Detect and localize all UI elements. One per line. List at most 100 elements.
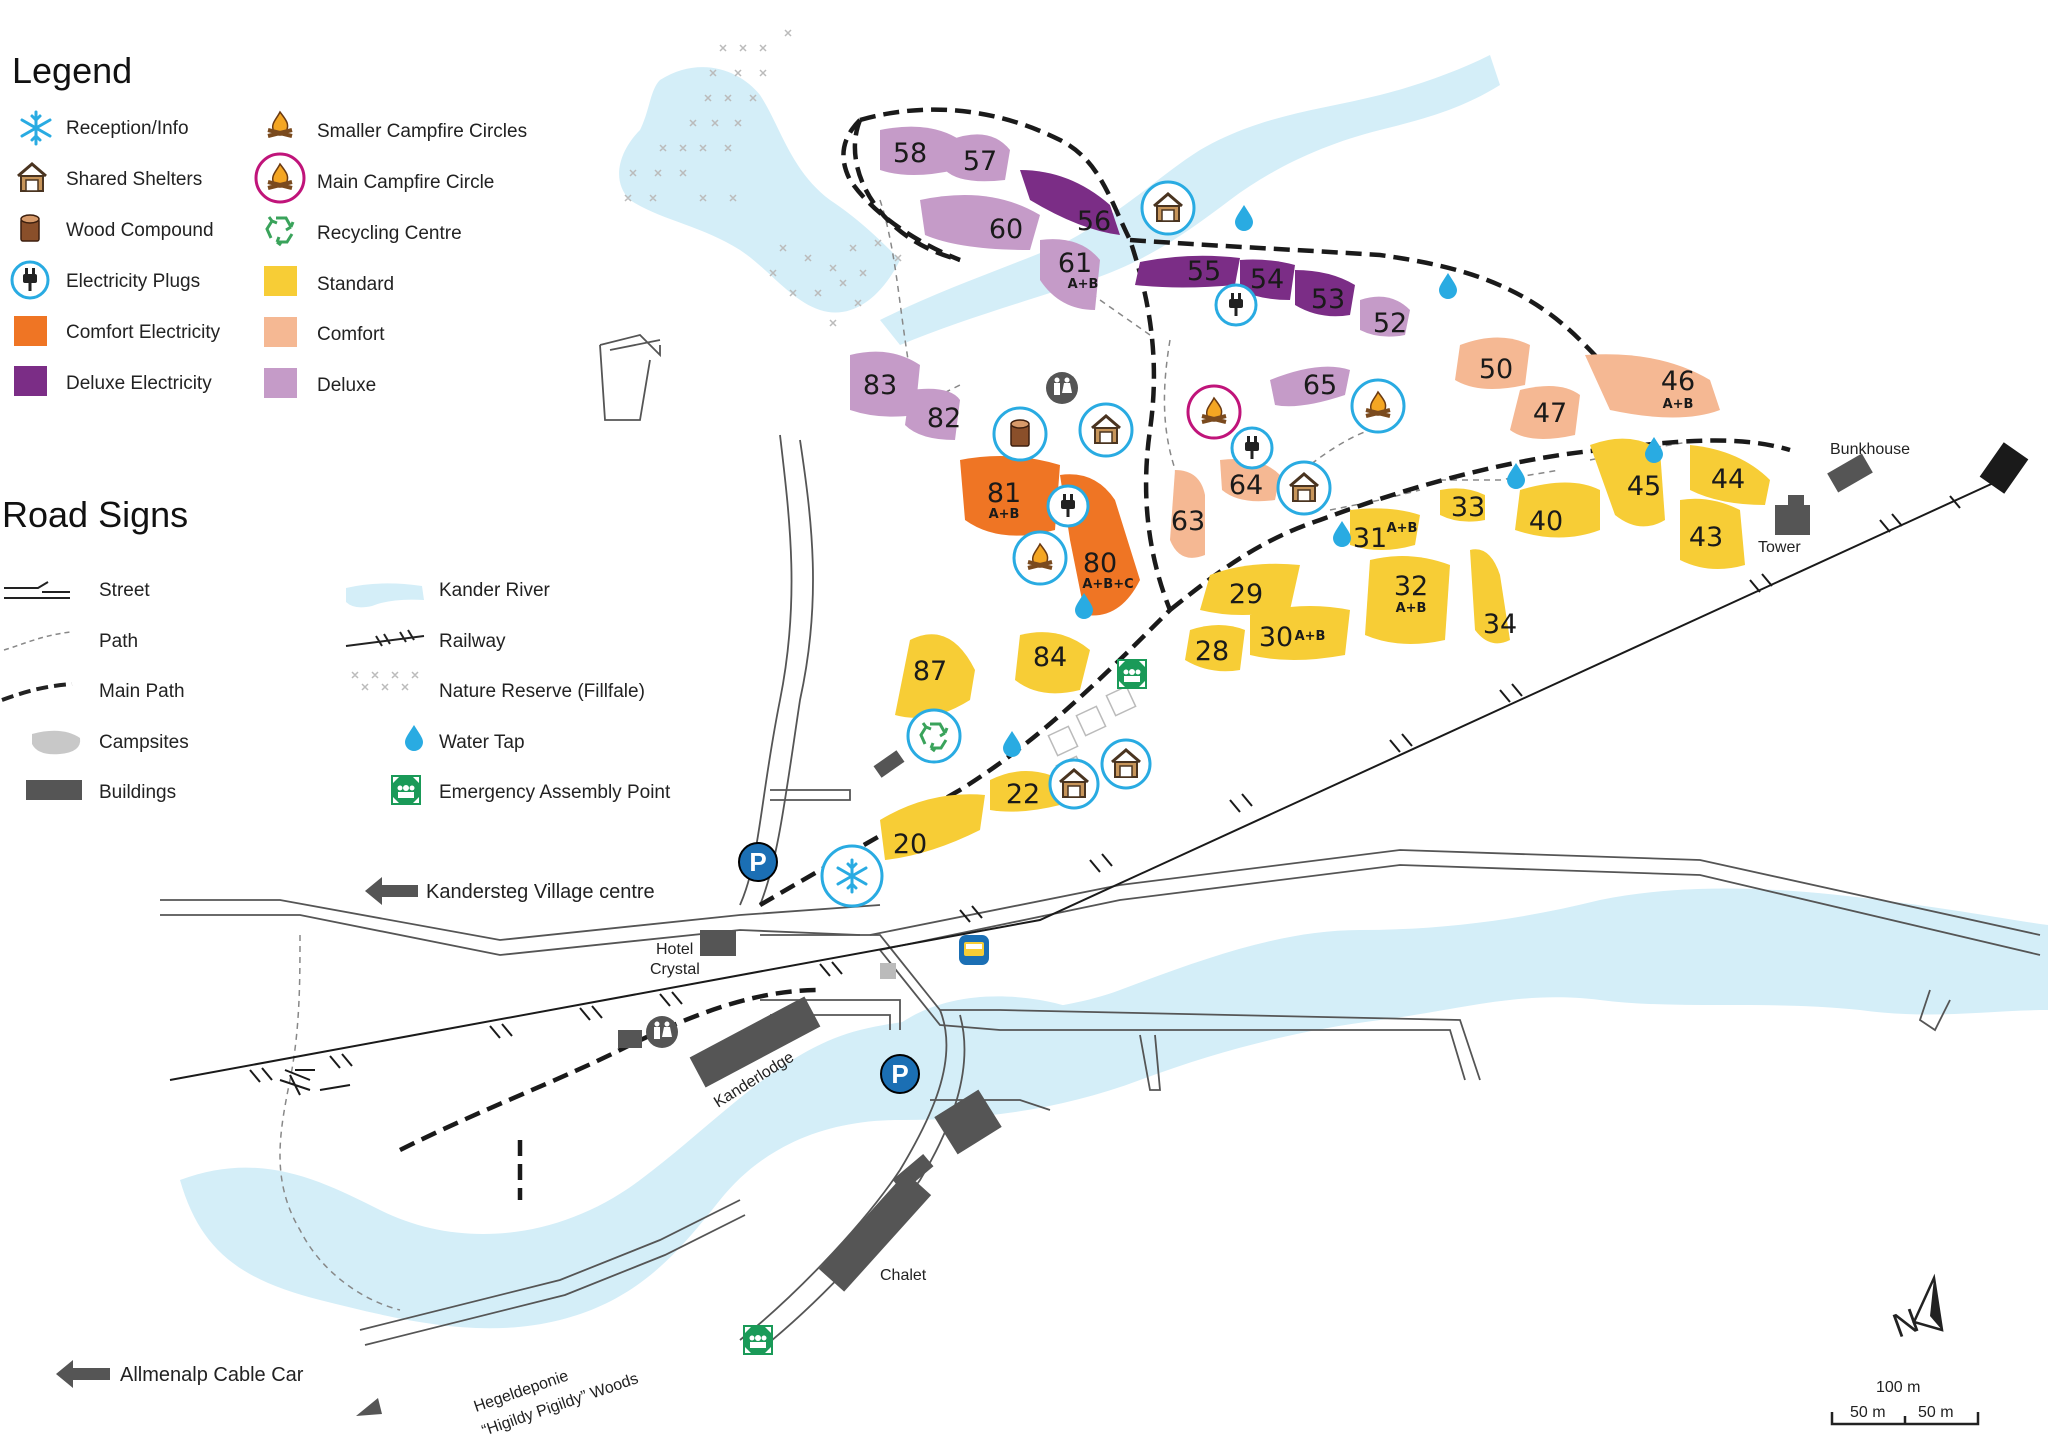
assembly-point-icon xyxy=(743,1325,773,1355)
campsite-32: 32 xyxy=(1394,571,1428,602)
shelter-icon xyxy=(1276,460,1332,516)
hotel-crystal-building xyxy=(700,930,736,956)
legend-label: Wood Compound xyxy=(66,220,214,241)
legend-label: Electricity Plugs xyxy=(66,271,200,292)
plug-icon xyxy=(10,260,50,300)
campsite-20: 20 xyxy=(893,829,927,860)
buildings xyxy=(618,453,1873,1292)
campsite-64: 64 xyxy=(1229,470,1263,501)
water-tap-icon xyxy=(1235,205,1253,231)
water-tap-icon xyxy=(1003,731,1021,757)
campsite-50: 50 xyxy=(1479,354,1513,385)
campsite-56: 56 xyxy=(1077,206,1111,237)
hotel-label-line2: Crystal xyxy=(650,961,700,978)
campsite-54: 54 xyxy=(1250,264,1284,295)
legend-label: Street xyxy=(99,580,150,601)
campsite-61-sub: A+B xyxy=(1068,277,1099,292)
water-tap-icon xyxy=(405,725,423,751)
campsite-44: 44 xyxy=(1711,464,1745,495)
legend-label: Emergency Assembly Point xyxy=(439,782,671,803)
comfort-electricity-swatch xyxy=(14,316,47,346)
building-icon xyxy=(26,780,82,800)
legend-label: Standard xyxy=(317,274,394,295)
legend-label: Deluxe xyxy=(317,375,376,396)
road-signs: Road Signs Street Path Main Path Campsit… xyxy=(1,494,671,805)
main-paths xyxy=(398,107,1791,1200)
campsite-labels: 58 57 60 56 61 A+B 55 54 53 52 83 82 81 … xyxy=(863,138,1745,860)
village-direction: Kandersteg Village centre xyxy=(365,877,655,905)
svg-text:N: N xyxy=(1888,1301,1924,1345)
road-signs-title: Road Signs xyxy=(2,494,188,535)
kanderlodge-building xyxy=(689,996,821,1088)
legend-label: Smaller Campfire Circles xyxy=(317,121,527,142)
campsite-31: 31 xyxy=(1353,523,1387,554)
campsite-30: 30 xyxy=(1259,622,1293,653)
streets xyxy=(160,334,2041,1351)
scale-right: 50 m xyxy=(1918,1404,1954,1421)
deluxe-swatch xyxy=(264,368,297,398)
svg-text:P: P xyxy=(891,1059,908,1089)
scale-left: 50 m xyxy=(1850,1404,1886,1421)
map-icons xyxy=(646,180,1663,1355)
railway xyxy=(169,442,2029,1096)
legend-label: Water Tap xyxy=(439,732,525,753)
legend-label: Deluxe Electricity xyxy=(66,373,212,394)
assembly-point-icon xyxy=(391,775,421,805)
campsite-43: 43 xyxy=(1689,522,1723,553)
legend-label: Shared Shelters xyxy=(66,169,202,190)
campsite-46: 46 xyxy=(1661,366,1695,397)
main-campfire-icon xyxy=(1186,384,1242,440)
campsite-84: 84 xyxy=(1033,642,1067,673)
village-label: Kandersteg Village centre xyxy=(426,881,655,903)
path-line-icon xyxy=(3,631,71,651)
nature-reserve-marks xyxy=(624,29,902,327)
railway-icon xyxy=(345,629,425,647)
snowflake-icon xyxy=(20,110,52,146)
log-icon xyxy=(992,406,1048,462)
campsite-57: 57 xyxy=(963,146,997,177)
legend: Legend Reception/Info Shared Shelters Wo… xyxy=(10,50,527,398)
plug-icon xyxy=(1046,484,1090,528)
legend-label: Kander River xyxy=(439,580,551,601)
campsite-29: 29 xyxy=(1229,579,1263,610)
legend-label: Buildings xyxy=(99,782,176,803)
parking-sign-south: P xyxy=(880,1054,920,1094)
north-arrow-icon: N xyxy=(1888,1273,1944,1346)
campsite-63: 63 xyxy=(1171,506,1205,537)
small-campfire-icon xyxy=(1012,530,1068,586)
legend-label: Main Campfire Circle xyxy=(317,172,494,193)
campsite-80-sub: A+B+C xyxy=(1082,577,1133,592)
campsite-81-sub: A+B xyxy=(989,507,1020,522)
main-campfire-icon xyxy=(254,152,306,204)
road-south-arrow xyxy=(356,1398,382,1416)
parking-sign-north: P xyxy=(738,842,778,882)
scale-bar: 100 m 50 m 50 m xyxy=(1830,1379,1980,1426)
campsite-83: 83 xyxy=(863,370,897,401)
scale-total: 100 m xyxy=(1876,1379,1920,1396)
campsite-30-sub: A+B xyxy=(1295,629,1326,644)
campsite-61: 61 xyxy=(1058,248,1092,279)
water-tap-icon xyxy=(1333,521,1351,547)
campsite-45: 45 xyxy=(1627,471,1661,502)
river-icon xyxy=(346,583,424,608)
shelter-icon xyxy=(1140,180,1196,236)
chalet-building xyxy=(818,1172,932,1292)
cable-car-direction: Allmenalp Cable Car xyxy=(56,1360,304,1388)
campsite-22: 22 xyxy=(1006,779,1040,810)
campsite-31-sub: A+B xyxy=(1387,521,1418,536)
legend-label: Comfort Electricity xyxy=(66,322,221,343)
kander-river xyxy=(180,888,2048,1329)
campsite-81: 81 xyxy=(987,478,1021,509)
campsite-28: 28 xyxy=(1195,636,1229,667)
tower-label: Tower xyxy=(1758,539,1801,556)
campsite-34: 34 xyxy=(1483,609,1517,640)
snowflake-icon xyxy=(820,844,884,908)
comfort-swatch xyxy=(264,317,297,347)
cable-car-label: Allmenalp Cable Car xyxy=(120,1364,304,1386)
water-tap-icon xyxy=(1507,463,1525,489)
legend-label: Main Path xyxy=(99,681,185,702)
workshop-building xyxy=(934,1089,1002,1155)
campsite-80: 80 xyxy=(1083,548,1117,579)
campsite-53: 53 xyxy=(1311,284,1345,315)
